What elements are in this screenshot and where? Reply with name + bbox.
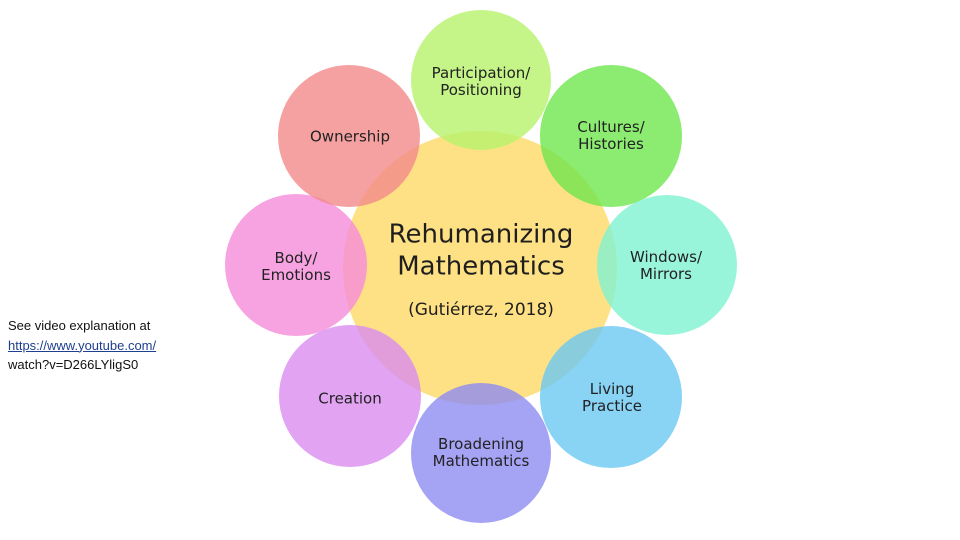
- petal-label-line1: Creation: [318, 389, 382, 408]
- center-title: Rehumanizing Mathematics: [389, 219, 574, 282]
- petal-label-line1: Living: [589, 379, 635, 398]
- petal-label-windows-mirrors: Windows/ Mirrors: [629, 247, 703, 284]
- petal-label-line1: Windows/: [629, 247, 703, 266]
- center-citation: (Gutiérrez, 2018): [408, 300, 554, 321]
- petal-label-line2: Histories: [578, 135, 644, 153]
- video-note: See video explanation at https://www.you…: [8, 316, 228, 375]
- petal-label-broadening-mathematics: Broadening Mathematics: [432, 434, 530, 471]
- video-link-line1: https://www.youtube.com/: [8, 337, 157, 353]
- petal-label-line2: Mirrors: [639, 265, 693, 283]
- video-link-continuation[interactable]: watch?v=D266LYligS0: [8, 355, 228, 375]
- petal-label-line1: Ownership: [310, 127, 390, 146]
- petal-living-practice: [540, 326, 682, 468]
- petal-windows-mirrors: [597, 195, 737, 335]
- petal-cultures-histories: [540, 65, 682, 207]
- petal-label-line1: Cultures/: [577, 117, 645, 136]
- petal-participation-positioning: [411, 10, 551, 150]
- petal-label-cultures-histories: Cultures/ Histories: [577, 117, 645, 154]
- petal-label-body-emotions: Body/ Emotions: [261, 248, 331, 285]
- petal-body-emotions: [225, 194, 367, 336]
- video-note-text: See video explanation at: [8, 318, 151, 333]
- petal-label-line2: Practice: [582, 397, 642, 415]
- petal-label-participation-positioning: Participation/ Positioning: [431, 63, 531, 100]
- video-link-tail: S0: [122, 357, 139, 372]
- center-circle: [343, 131, 617, 405]
- center-title-line1: Rehumanizing: [388, 219, 574, 250]
- petal-label-line1: Participation/: [431, 63, 531, 82]
- petal-label-ownership: Ownership: [310, 127, 390, 146]
- petal-label-creation: Creation: [318, 389, 382, 408]
- petal-ownership: [278, 65, 420, 207]
- petal-label-line2: Positioning: [440, 81, 522, 99]
- video-link-line2: watch?v=D266LYlig: [8, 357, 123, 372]
- petal-label-line2: Mathematics: [432, 452, 530, 470]
- petal-creation: [279, 325, 421, 467]
- center-title-line2: Mathematics: [397, 251, 565, 281]
- video-link[interactable]: https://www.youtube.com/: [8, 336, 228, 356]
- petal-label-line1: Broadening: [438, 434, 524, 453]
- petal-label-line1: Body/: [274, 248, 318, 267]
- petal-label-living-practice: Living Practice: [582, 379, 642, 416]
- petal-label-line2: Emotions: [261, 266, 331, 284]
- petal-broadening-mathematics: [411, 383, 551, 523]
